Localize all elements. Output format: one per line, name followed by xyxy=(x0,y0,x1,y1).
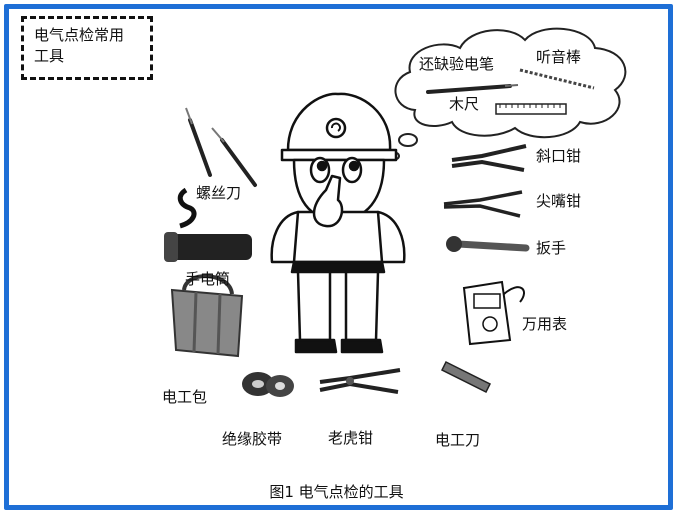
label-ruler: 木尺 xyxy=(449,95,480,113)
label-flashlight: 手电筒 xyxy=(185,270,231,288)
insulating-tape-icon xyxy=(242,372,294,397)
label-wrench: 扳手 xyxy=(536,239,567,257)
title-line-1: 电气点检常用 xyxy=(34,26,125,44)
wrench-icon xyxy=(446,236,530,252)
tool-bag-icon xyxy=(170,274,244,358)
multimeter-icon xyxy=(462,280,525,346)
title-line-2: 工具 xyxy=(34,47,65,65)
label-knife: 电工刀 xyxy=(435,431,481,449)
label-screwdriver: 螺丝刀 xyxy=(196,184,242,202)
figure-caption: 图1 电气点检的工具 xyxy=(269,483,404,501)
needle-nose-icon xyxy=(443,190,523,218)
knife-icon xyxy=(440,360,492,394)
diagonal-pliers-icon xyxy=(451,144,527,172)
label-listening-stick: 听音棒 xyxy=(536,48,582,66)
flashlight-icon xyxy=(164,232,252,262)
label-diagonal: 斜口钳 xyxy=(536,147,582,165)
cable-icon xyxy=(177,187,197,229)
listening-stick-icon xyxy=(519,68,595,90)
pliers-icon xyxy=(319,368,401,394)
ruler-icon xyxy=(495,103,567,115)
label-missing-pen: 还缺验电笔 xyxy=(419,55,495,73)
title-box: 电气点检常用 工具 xyxy=(21,16,153,80)
label-needle-nose: 尖嘴钳 xyxy=(536,192,582,210)
label-tool-bag: 电工包 xyxy=(162,388,208,406)
thought-cloud xyxy=(386,27,627,161)
label-pliers: 老虎钳 xyxy=(328,429,374,447)
screwdriver-icon xyxy=(185,107,257,187)
worker-figure xyxy=(270,92,406,354)
label-multimeter: 万用表 xyxy=(522,315,568,333)
label-insulating-tape: 绝缘胶带 xyxy=(222,430,283,448)
voltage-pen-icon xyxy=(426,84,519,94)
